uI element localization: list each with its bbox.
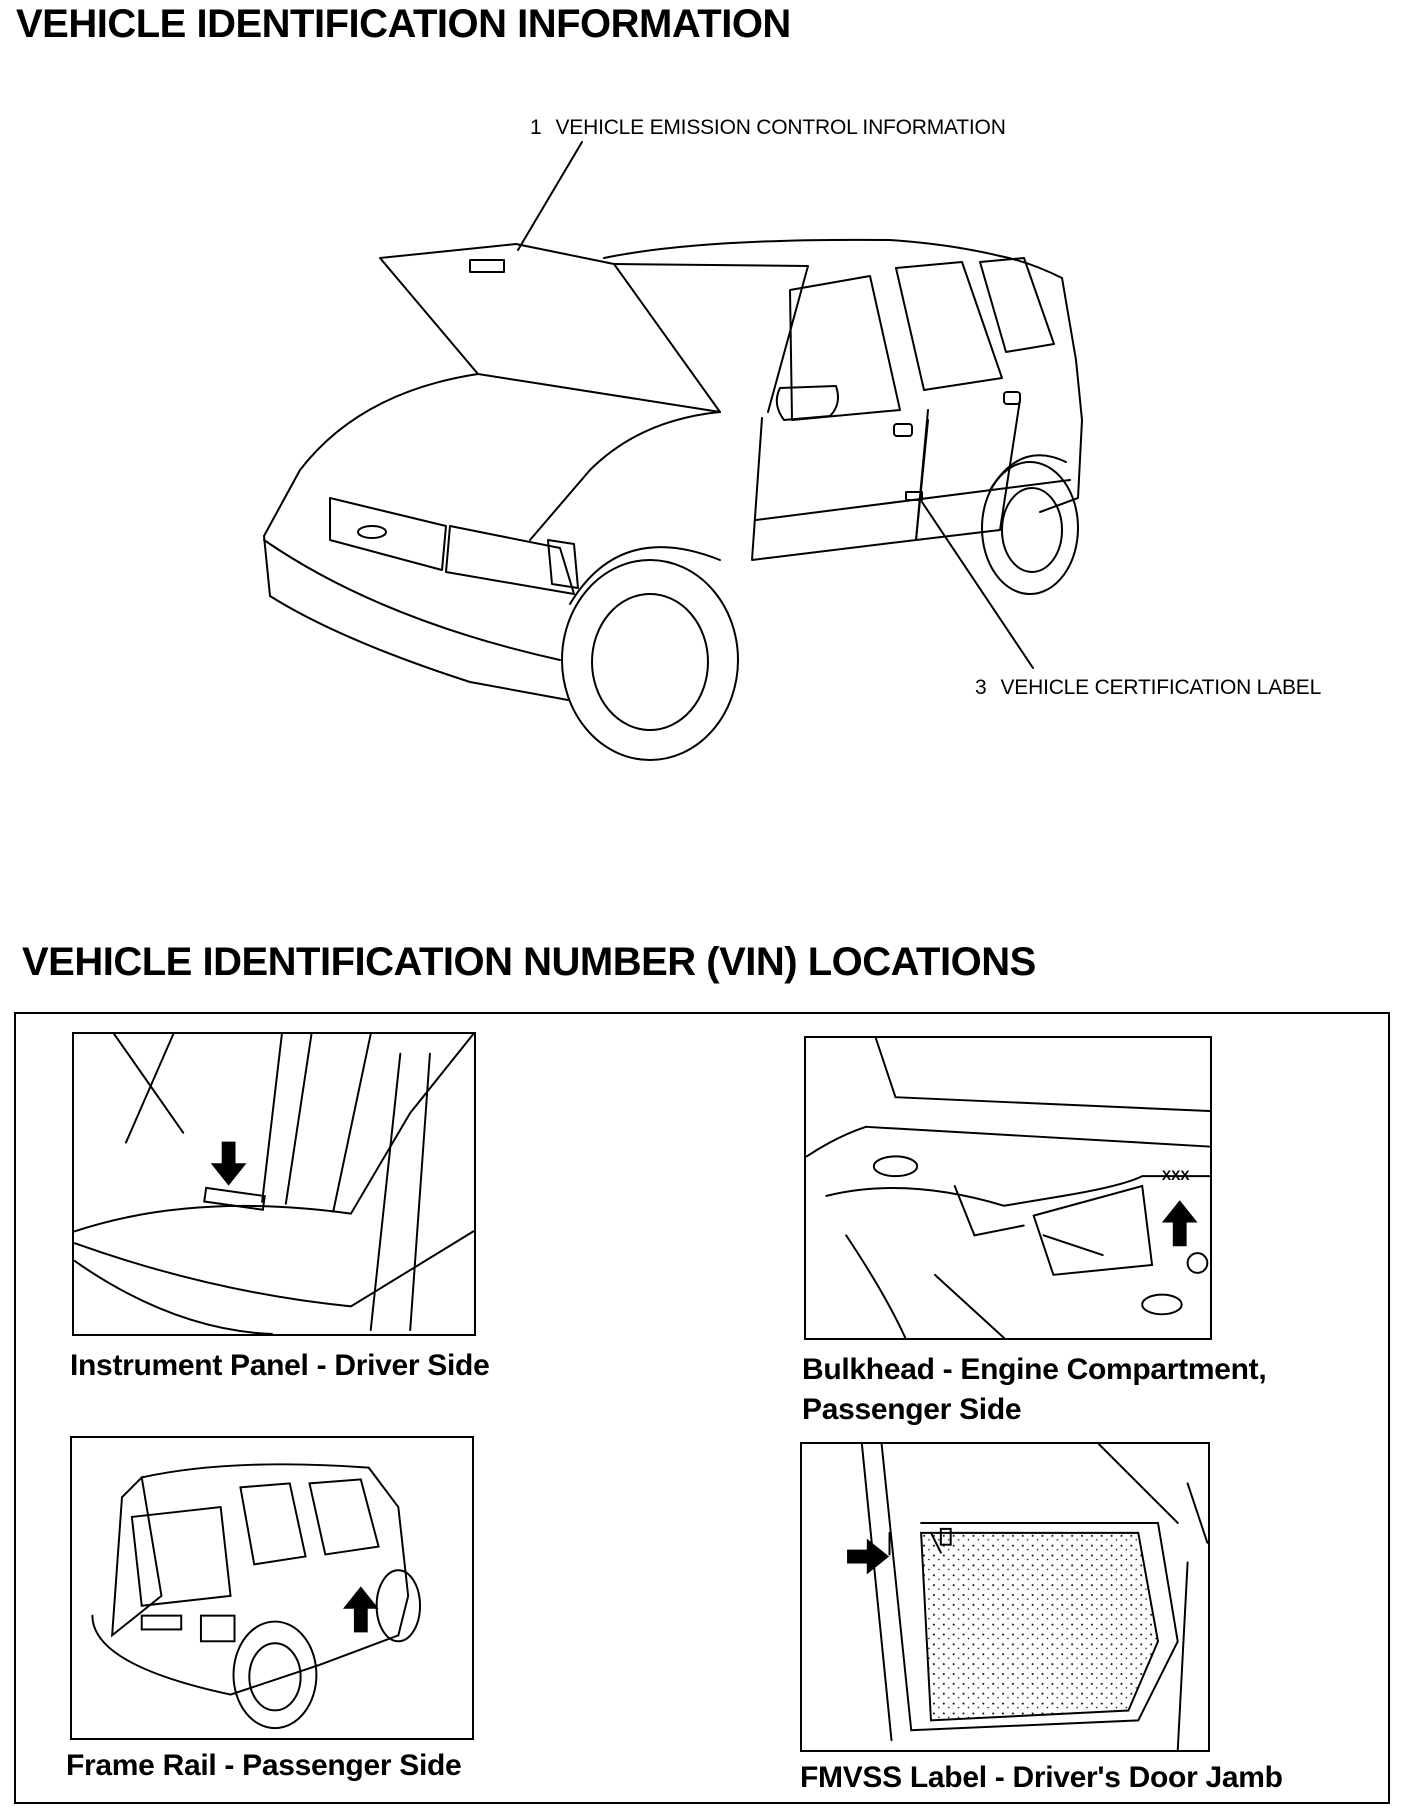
hood xyxy=(379,243,721,413)
leader-line-emission xyxy=(517,141,583,251)
body-outline xyxy=(603,238,1083,513)
bulkhead-illustration: XXX xyxy=(804,1036,1212,1340)
page-title: VEHICLE IDENTIFICATION INFORMATION xyxy=(16,2,791,46)
callout-emission-control: 1 VEHICLE EMISSION CONTROL INFORMATION xyxy=(530,116,1006,140)
arrow-up-icon xyxy=(342,1586,379,1633)
caption-bulkhead: Bulkhead - Engine Compartment, Passenger… xyxy=(802,1353,1267,1426)
front-wheel xyxy=(561,559,739,761)
certification-label-mark xyxy=(905,491,923,501)
windshield xyxy=(613,263,809,413)
callout-label: VEHICLE EMISSION CONTROL INFORMATION xyxy=(555,116,1006,139)
bulkhead-mark: XXX xyxy=(1162,1167,1190,1183)
rear-door-handle xyxy=(1003,391,1021,405)
front-wheel-rim xyxy=(591,593,709,731)
arrow-up-icon xyxy=(1161,1200,1198,1247)
vehicle-illustration xyxy=(263,141,1083,761)
section-heading-vin: VEHICLE IDENTIFICATION NUMBER (VIN) LOCA… xyxy=(22,940,1036,984)
arrow-down-icon xyxy=(210,1141,247,1186)
badge xyxy=(357,525,387,539)
callout-certification-label: 3 VEHICLE CERTIFICATION LABEL xyxy=(975,676,1321,700)
caption-frame-rail: Frame Rail - Passenger Side xyxy=(66,1749,462,1782)
callout-label: VEHICLE CERTIFICATION LABEL xyxy=(1000,676,1322,699)
grille xyxy=(329,497,447,571)
arrow-right-icon xyxy=(847,1538,890,1575)
front-window xyxy=(789,275,901,421)
fender-line xyxy=(529,411,721,541)
quarter-window xyxy=(979,257,1055,353)
rear-door-window xyxy=(895,261,1003,391)
callout-number: 1 xyxy=(530,116,542,139)
headlight xyxy=(445,525,575,595)
rear-wheel xyxy=(981,461,1079,595)
bumper-line xyxy=(263,539,561,661)
caption-door-jamb: FMVSS Label - Driver's Door Jamb xyxy=(800,1761,1283,1794)
rear-wheel-arch xyxy=(989,454,1067,491)
instrument-panel-illustration xyxy=(72,1032,476,1336)
front-door xyxy=(751,417,929,561)
turn-signal xyxy=(547,539,579,589)
emission-label xyxy=(469,259,505,273)
caption-instrument-panel: Instrument Panel - Driver Side xyxy=(70,1349,490,1382)
leader-line-certification xyxy=(921,501,1034,669)
front-door-handle xyxy=(893,423,913,437)
front-wheel-arch xyxy=(569,546,721,605)
side-mirror xyxy=(775,385,839,421)
vin-locations-box xyxy=(14,1012,1390,1804)
door-jamb-illustration xyxy=(800,1442,1210,1752)
callout-number: 3 xyxy=(975,676,987,699)
front-fascia xyxy=(263,373,569,701)
rear-wheel-rim xyxy=(1001,487,1063,573)
frame-rail-illustration xyxy=(70,1436,474,1740)
